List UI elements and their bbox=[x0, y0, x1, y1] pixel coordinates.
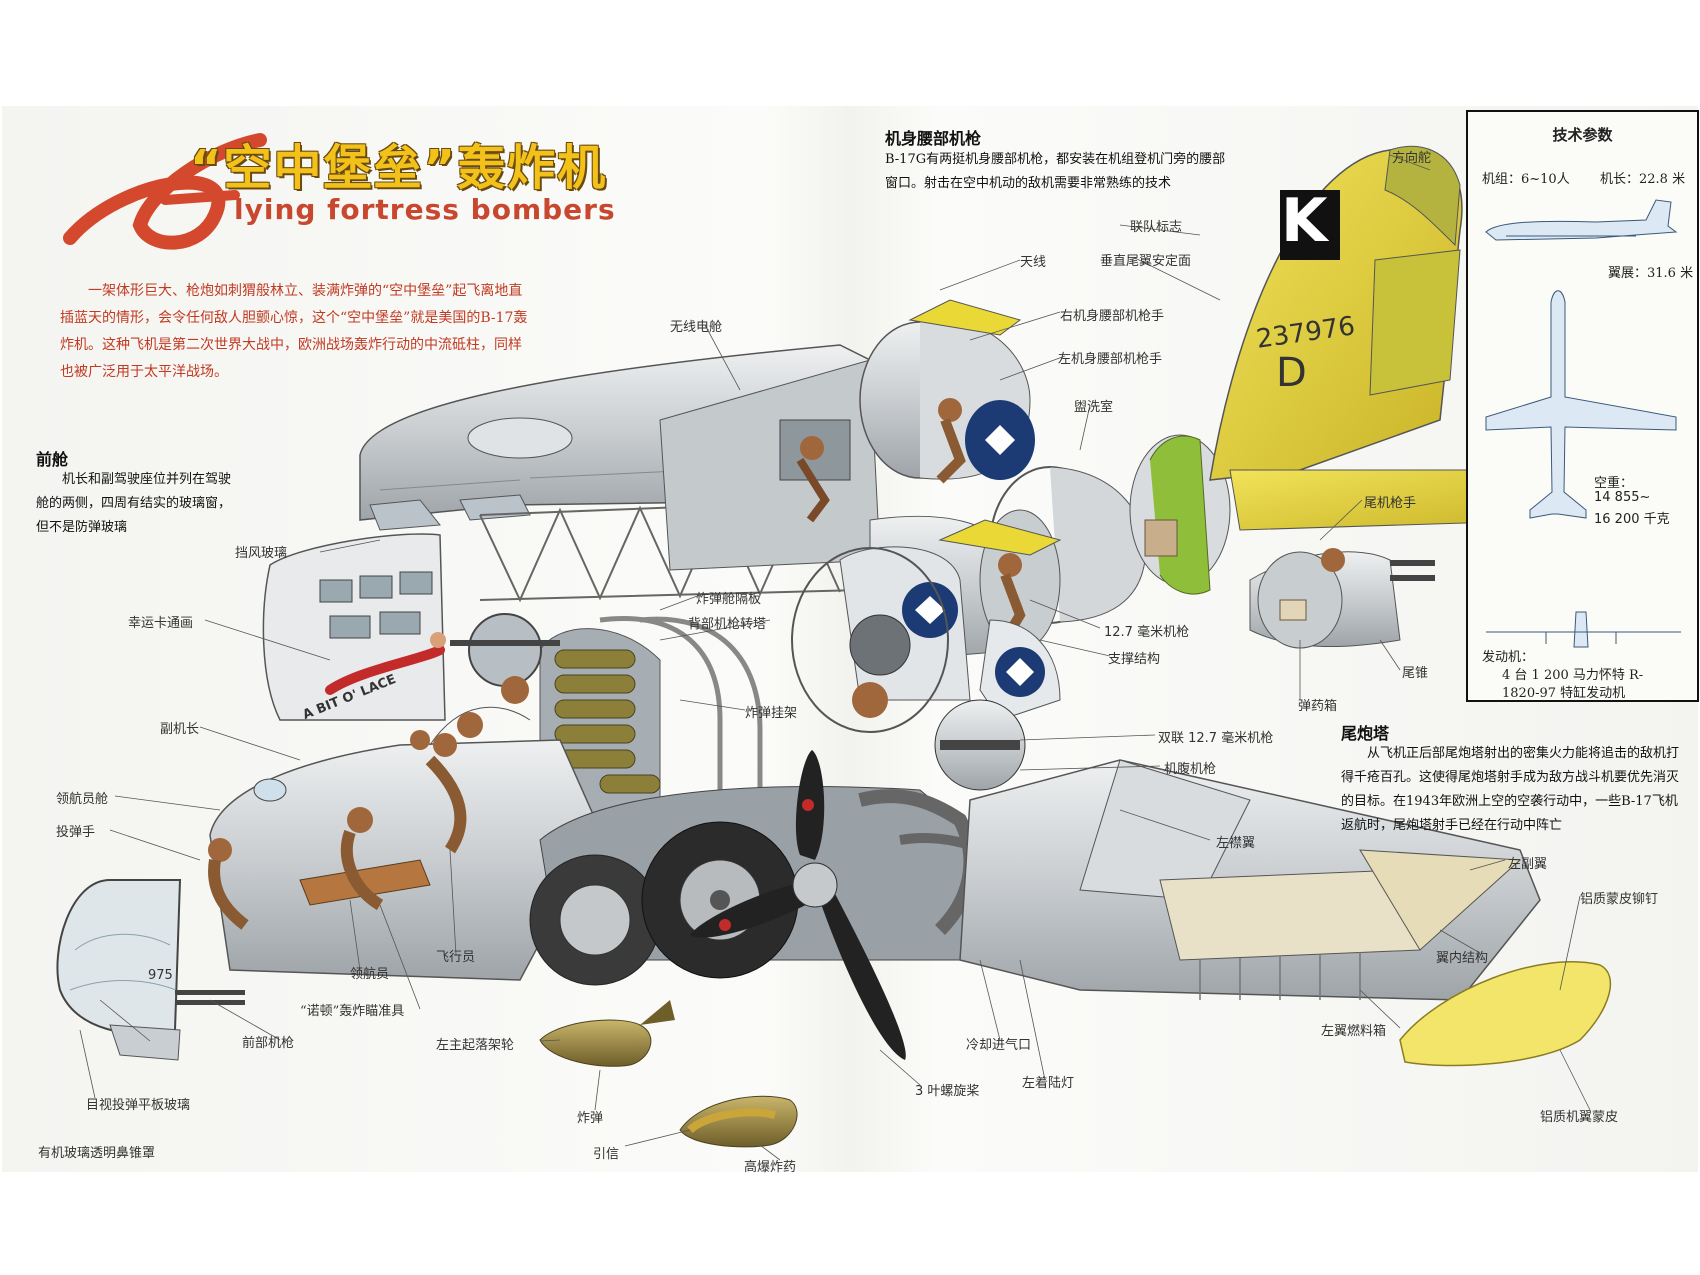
label-left-waist-gunner: 左机身腰部机枪手 bbox=[1058, 352, 1163, 367]
spec-engine-label: 发动机： bbox=[1482, 650, 1535, 665]
label-twin-mg: 双联 12.7 毫米机枪 bbox=[1158, 731, 1274, 746]
ball-turret bbox=[791, 547, 1026, 791]
label-main-gear: 左主起落架轮 bbox=[436, 1038, 515, 1053]
spec-weight-1: 14 855~ bbox=[1594, 490, 1651, 505]
spec-engine-2: 1820-97 特缸发动机 bbox=[1502, 686, 1626, 701]
label-fuze: 引信 bbox=[593, 1147, 620, 1162]
tail-letter: K bbox=[1281, 186, 1328, 256]
forward-fuselage bbox=[208, 706, 601, 981]
label-pilot: 飞行员 bbox=[436, 950, 476, 965]
label-wing-structure: 翼内结构 bbox=[1436, 951, 1489, 966]
label-tail-cone: 尾锥 bbox=[1402, 666, 1429, 681]
spec-silhouettes bbox=[1485, 199, 1681, 648]
left-wing bbox=[959, 759, 1541, 1001]
label-right-waist-gunner: 右机身腰部机枪手 bbox=[1060, 309, 1165, 324]
nose-cone bbox=[56, 879, 245, 1061]
label-left-aileron: 左副翼 bbox=[1508, 857, 1548, 872]
label-left-flap: 左襟翼 bbox=[1216, 836, 1256, 851]
label-navigator: 领航员 bbox=[350, 967, 390, 982]
label-rivets: 铝质蒙皮铆钉 bbox=[1580, 892, 1659, 907]
label-rudder: 方向舵 bbox=[1392, 151, 1432, 166]
front-cabin-body: 机长和副驾驶座位并列在驾驶舱的两侧，四周有结实的玻璃窗，但不是防弹玻璃 bbox=[36, 472, 232, 535]
label-belly-gun: 机腹机枪 bbox=[1164, 762, 1217, 777]
label-formation-mark: 联队标志 bbox=[1130, 220, 1183, 235]
nose-number: 975 bbox=[148, 968, 173, 983]
logo-swoosh bbox=[63, 133, 267, 250]
waist-gun-body: B-17G有两挺机身腰部机枪，都安装在机组登机门旁的腰部窗口。射击在空中机动的敌… bbox=[885, 152, 1226, 191]
label-bomb: 炸弹 bbox=[577, 1111, 604, 1126]
label-bulkhead: 炸弹舱隔板 bbox=[696, 592, 762, 607]
title-chinese: “空中堡垒”轰炸机 bbox=[190, 140, 608, 196]
label-explosive: 高爆炸药 bbox=[744, 1160, 797, 1175]
label-bombardier: 投弹手 bbox=[56, 825, 96, 840]
label-lavatory: 盥洗室 bbox=[1074, 400, 1114, 415]
label-antenna: 天线 bbox=[1020, 255, 1047, 270]
waist-section bbox=[859, 299, 1035, 484]
propeller bbox=[690, 750, 906, 1060]
spec-weight-label: 空重： bbox=[1594, 476, 1634, 491]
label-windshield: 挡风玻璃 bbox=[235, 546, 288, 561]
intro-paragraph: 一架体形巨大、枪炮如刺猬般林立、装满炸弹的“空中堡垒”起飞离地直插蓝天的情形，会… bbox=[60, 283, 528, 380]
label-copilot: 副机长 bbox=[160, 722, 200, 737]
label-nose-cone: 有机玻璃透明鼻锥罩 bbox=[38, 1146, 156, 1161]
tail-turret-body: 从飞机正后部尾炮塔射出的密集火力能将追击的敌机打得千疮百孔。这使得尾炮塔射手成为… bbox=[1341, 746, 1680, 833]
label-bomb-panel: 目视投弹平板玻璃 bbox=[86, 1098, 191, 1113]
label-support: 支撑结构 bbox=[1108, 652, 1161, 667]
label-aluminum-skin: 铝质机翼蒙皮 bbox=[1540, 1110, 1619, 1125]
leader-lines bbox=[79, 154, 1591, 1161]
label-norden: “诺顿”轰炸瞄准具 bbox=[300, 1004, 405, 1019]
label-tail-gunner: 尾机枪手 bbox=[1364, 496, 1417, 511]
label-radio-cabin: 无线电舱 bbox=[670, 320, 723, 335]
specs-panel: 技术参数 机组：6~10人 机长：22.8 米 翼展：31.6 米 空重： 14… bbox=[1466, 110, 1699, 702]
label-mg127: 12.7 毫米机枪 bbox=[1104, 625, 1190, 640]
spec-crew: 机组：6~10人 bbox=[1482, 172, 1570, 187]
nose-art-panel bbox=[262, 533, 446, 721]
spec-span: 翼展：31.6 米 bbox=[1608, 266, 1694, 281]
bombs bbox=[539, 1000, 798, 1148]
waist-gun-title: 机身腰部机枪 bbox=[885, 129, 982, 148]
title-english: lying fortress bombers bbox=[234, 193, 616, 226]
label-navigator-cabin: 领航员舱 bbox=[56, 792, 109, 807]
label-propeller: 3 叶螺旋桨 bbox=[915, 1084, 980, 1099]
specs-title: 技术参数 bbox=[1552, 126, 1613, 144]
label-vertical-stabilizer: 垂直尾翼安定面 bbox=[1100, 254, 1192, 269]
tail-turret bbox=[1249, 548, 1435, 649]
spec-engine-1: 4 台 1 200 马力怀特 R- bbox=[1502, 668, 1644, 683]
label-front-gun: 前部机枪 bbox=[242, 1036, 295, 1051]
spec-length: 机长：22.8 米 bbox=[1600, 172, 1686, 187]
label-lucky-art: 幸运卡通画 bbox=[128, 616, 194, 631]
label-ammo-box: 弹药箱 bbox=[1298, 699, 1338, 714]
tail-turret-title: 尾炮塔 bbox=[1341, 724, 1390, 743]
aluminum-wing-skin bbox=[1399, 961, 1612, 1067]
label-landing-light: 左着陆灯 bbox=[1022, 1076, 1075, 1091]
top-turret bbox=[450, 613, 560, 704]
front-cabin-title: 前舱 bbox=[36, 450, 69, 469]
label-bomb-rack: 炸弹挂架 bbox=[745, 706, 798, 721]
bomb-bay bbox=[539, 616, 763, 821]
label-cooling-inlet: 冷却进气口 bbox=[966, 1038, 1032, 1053]
tail-code: D bbox=[1276, 350, 1307, 396]
engine-nacelle bbox=[529, 786, 1113, 986]
spec-weight-2: 16 200 千克 bbox=[1594, 512, 1670, 527]
label-top-turret: 背部机枪转塔 bbox=[688, 617, 767, 632]
rear-fuselage-rings bbox=[989, 434, 1231, 624]
label-fuel-tank: 左翼燃料箱 bbox=[1321, 1024, 1387, 1039]
